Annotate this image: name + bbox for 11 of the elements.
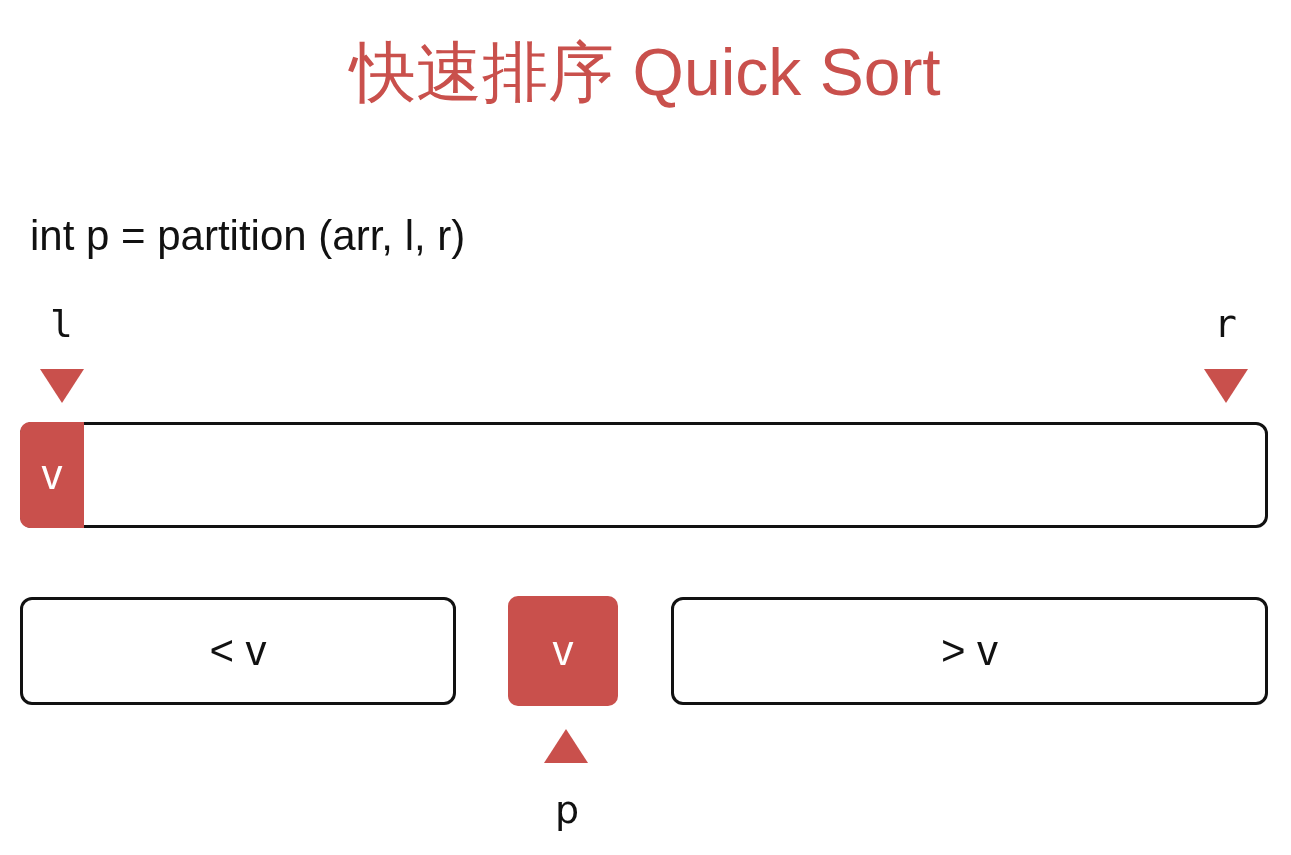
code-text: int p = partition (arr, l, r) <box>30 212 466 260</box>
pivot-cell <box>20 422 84 528</box>
pointer-label: r <box>1214 302 1237 346</box>
pointer-label: l <box>50 302 73 346</box>
partition-box: < v <box>20 597 456 705</box>
array-bar <box>20 422 1268 528</box>
title: 快速排序 Quick Sort <box>347 34 942 111</box>
pointer-label: p <box>555 788 580 832</box>
partition-box: > v <box>671 597 1268 705</box>
cell-text: v <box>41 451 63 499</box>
pivot-cell: v <box>508 596 618 706</box>
